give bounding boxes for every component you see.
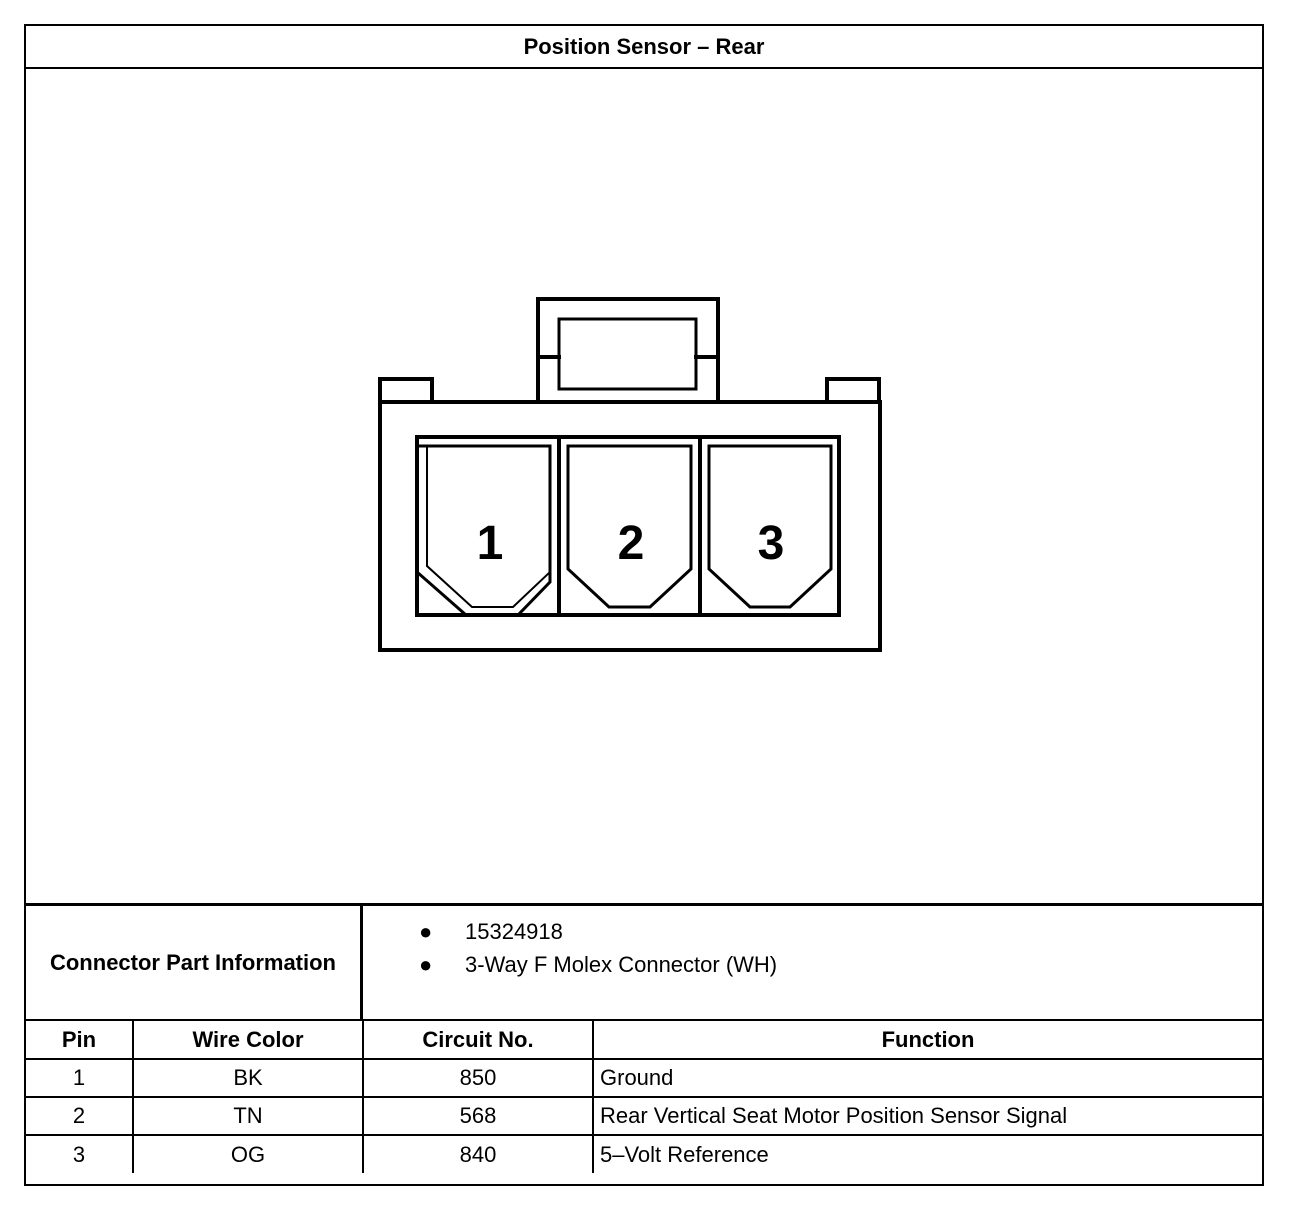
part-info-item: ● 15324918 <box>419 919 563 945</box>
cell-circuit-no: 568 <box>362 1096 594 1136</box>
table-row: 3 OG 840 5–Volt Reference <box>26 1134 1262 1173</box>
pin-label-2: 2 <box>618 517 645 570</box>
pin-cavity-1 <box>415 444 552 617</box>
pin-label-3: 3 <box>758 517 785 570</box>
cell-function: Rear Vertical Seat Motor Position Sensor… <box>592 1096 1262 1136</box>
connector-drawing: 1 2 3 <box>378 297 882 652</box>
connector-diagram: 1 2 3 <box>26 69 1262 903</box>
connector-part-information: Connector Part Information ● 15324918 ● … <box>26 903 1262 1021</box>
bullet-icon: ● <box>419 952 433 977</box>
pin-cavity-3 <box>707 444 833 609</box>
cell-pin: 2 <box>26 1096 134 1136</box>
cell-function: 5–Volt Reference <box>592 1134 1262 1173</box>
part-info-item: ● 3-Way F Molex Connector (WH) <box>419 952 777 978</box>
connector-tab-left <box>378 377 434 404</box>
cell-pin: 1 <box>26 1058 134 1098</box>
part-info-list: ● 15324918 ● 3-Way F Molex Connector (WH… <box>363 906 1262 1019</box>
cell-circuit-no: 840 <box>362 1134 594 1173</box>
connector-tab-right <box>825 377 881 404</box>
connector-body <box>378 400 882 652</box>
pin-label-1: 1 <box>477 517 504 570</box>
part-info-label: Connector Part Information <box>26 906 363 1019</box>
cell-circuit-no: 850 <box>362 1058 594 1098</box>
connector-sheet: Position Sensor – Rear <box>24 24 1264 1186</box>
cell-pin: 3 <box>26 1134 134 1173</box>
column-header-circuit-no: Circuit No. <box>362 1021 594 1060</box>
cell-wire-color: BK <box>132 1058 364 1098</box>
column-header-wire-color: Wire Color <box>132 1021 364 1060</box>
connector-description: 3-Way F Molex Connector (WH) <box>465 952 778 977</box>
pin-cavity-2 <box>566 444 693 609</box>
part-number: 15324918 <box>465 919 563 944</box>
cell-wire-color: OG <box>132 1134 364 1173</box>
table-row: 1 BK 850 Ground <box>26 1058 1262 1098</box>
column-header-function: Function <box>592 1021 1262 1060</box>
pin-table: Pin Wire Color Circuit No. Function 1 BK… <box>26 1021 1262 1173</box>
bullet-icon: ● <box>419 919 433 944</box>
connector-latch <box>536 297 720 404</box>
column-header-pin: Pin <box>26 1021 134 1060</box>
cell-wire-color: TN <box>132 1096 364 1136</box>
page-title: Position Sensor – Rear <box>26 26 1262 69</box>
table-header-row: Pin Wire Color Circuit No. Function <box>26 1021 1262 1060</box>
cell-function: Ground <box>592 1058 1262 1098</box>
table-row: 2 TN 568 Rear Vertical Seat Motor Positi… <box>26 1096 1262 1136</box>
connector-latch-inner <box>557 317 698 391</box>
